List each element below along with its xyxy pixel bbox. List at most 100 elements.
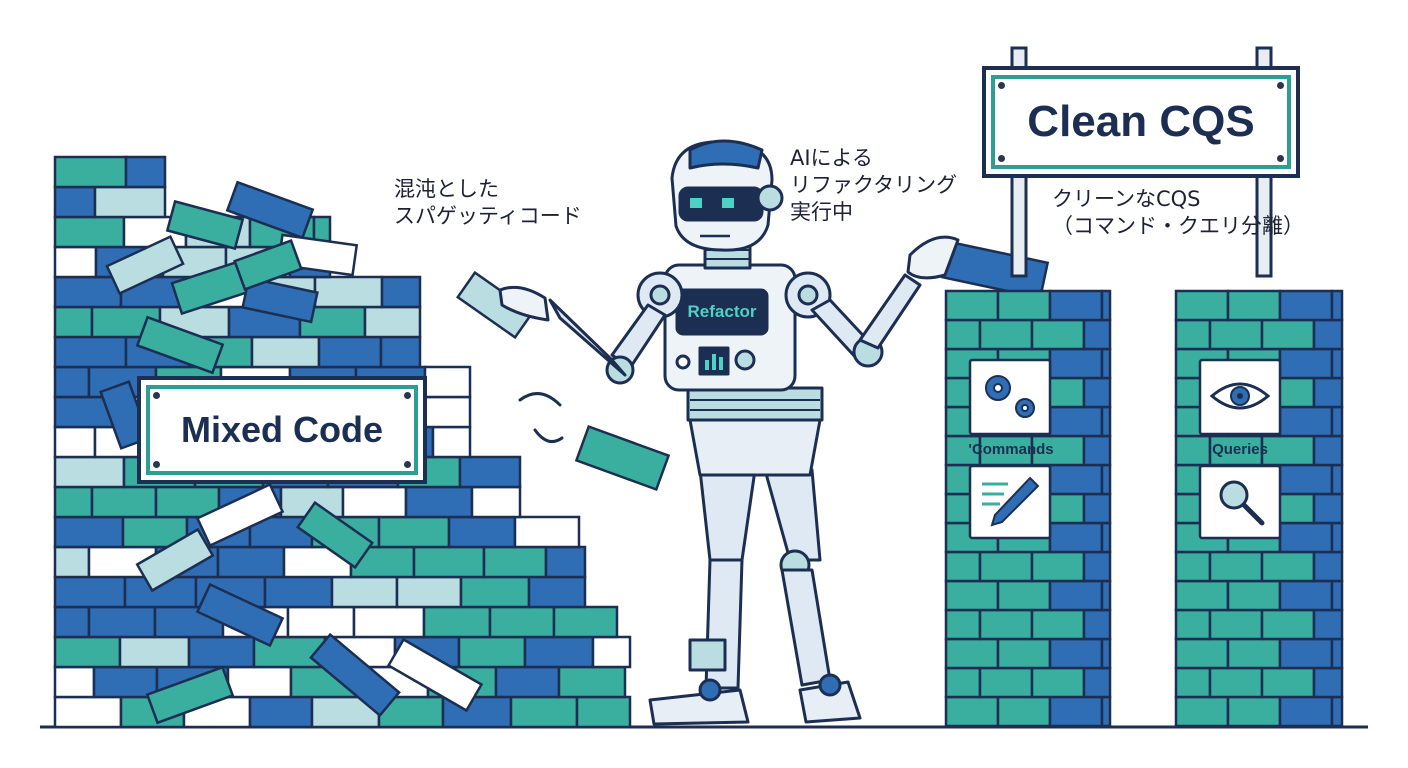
pillar-brick [1330,347,1344,380]
pillar-brick [996,637,1052,670]
pillar-brick [1330,637,1344,670]
pillar-brick [1312,434,1344,467]
pillar-brick [1174,608,1212,641]
robot-chest-screen [675,288,769,336]
pillar-brick [1278,463,1334,496]
loose-brick [105,234,185,296]
wall-brick [459,575,531,609]
wall-brick [341,485,408,519]
pillar-brick [978,608,1034,641]
pillar-brick [996,579,1052,612]
pillar-brick [1082,492,1112,525]
pillar-brick [1278,695,1334,728]
pillar-brick [944,637,1000,670]
pillar-brick [1208,608,1264,641]
robot-right-thigh [763,468,822,562]
robot-left-thigh [698,468,757,562]
queries-eye-panel [1198,358,1282,436]
wall-brick [226,665,293,699]
pillar-brick [978,318,1034,351]
cqs-description-line1: クリーンなCQS [1052,187,1201,211]
loose-brick [233,239,303,291]
cqs-description-line2: （コマンド・クエリ分離） [1052,214,1304,238]
pillar-brick [1048,405,1104,438]
wall-brick [53,545,91,579]
wall-brick [53,455,126,489]
wall-brick [53,155,128,189]
wall-brick [313,275,384,309]
pillar-brick [1174,695,1230,728]
pillar-brick [1174,579,1230,612]
wall-brick [286,605,356,639]
wall-brick [544,545,587,579]
wall-brick [53,245,98,279]
wall-brick [412,545,486,579]
gears-icon [985,375,1035,418]
wall-brick [53,275,123,309]
robot-left-foot [648,688,750,726]
wall-brick [53,335,128,369]
pillar-brick [1278,637,1334,670]
pillar-brick [1330,289,1344,322]
pillar-brick [944,289,1000,322]
wall-brick [488,605,556,639]
pillar-brick [1312,376,1344,409]
wall-brick [482,545,548,579]
wall-brick [380,275,422,309]
pillar-brick [1048,289,1104,322]
pillar-brick [1100,521,1112,554]
magnifier-icon [1219,480,1265,526]
wall-brick [523,635,595,669]
pillar-brick [1030,318,1086,351]
pillar-brick [1226,289,1282,322]
ai-caption-line2: リファクタリング [790,173,958,197]
pillar-brick [1330,695,1344,728]
wall-brick [513,515,581,549]
pillar-brick [1278,347,1334,380]
wall-brick [527,575,587,609]
spaghetti-caption-line1: 混沌とした [394,177,499,201]
cqs-description: クリーンなCQS （コマンド・クエリ分離） [1052,186,1304,240]
wall-brick [470,485,522,519]
wall-brick [87,605,157,639]
pillar-brick [1278,579,1334,612]
wall-brick [53,365,91,399]
pillar-brick [1208,550,1264,583]
wall-brick [494,665,561,699]
wall-brick [377,515,451,549]
pillar-brick [1312,550,1344,583]
pillar-brick [978,550,1034,583]
queries-search-panel [1198,464,1282,540]
pillar-brick [1030,434,1086,467]
pillar-brick [1260,666,1316,699]
pillar-brick [944,608,982,641]
pillar-brick [1100,695,1112,728]
pillar-brick [1048,637,1104,670]
pillar-brick [1082,318,1112,351]
pillar-brick [1100,579,1112,612]
pillar-brick [1030,608,1086,641]
mixed-code-sign: Mixed Code [137,376,427,484]
wall-brick [53,605,91,639]
loose-brick [165,199,245,251]
pillar-brick [1226,637,1282,670]
pillar-brick [944,579,1000,612]
pillar-brick [1030,550,1086,583]
wall-brick [395,575,463,609]
wall-brick [352,605,426,639]
pillar-brick [1260,608,1316,641]
pillar-brick [1082,376,1112,409]
wall-brick [591,635,632,669]
pillar-brick [1260,318,1316,351]
pillar-brick [1100,405,1112,438]
wall-brick [379,335,422,369]
pillar-brick [1048,695,1104,728]
wall-brick [53,185,97,219]
pillar-brick [1226,695,1282,728]
wall-brick [187,635,256,669]
wall-brick [575,695,632,729]
pillar-brick [1048,579,1104,612]
wall-brick [250,335,321,369]
pillar-brick [1174,318,1212,351]
